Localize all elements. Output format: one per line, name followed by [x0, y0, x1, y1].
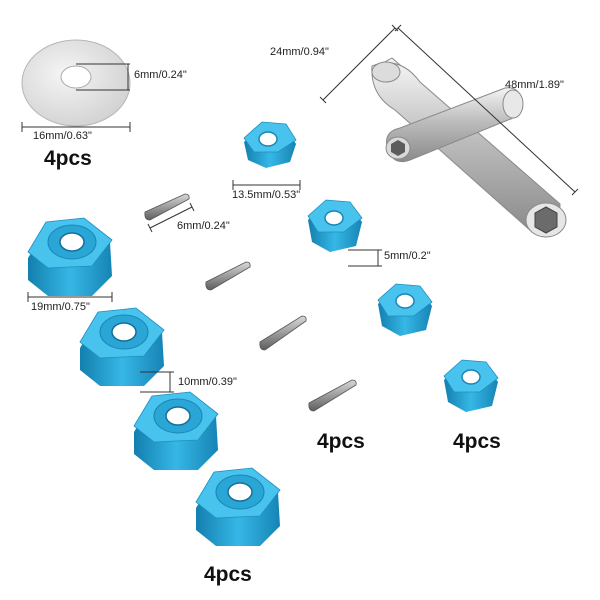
- washer-quantity: 4pcs: [44, 147, 92, 170]
- wrench-head-label: 24mm/0.94": [270, 46, 329, 58]
- small-hex-nut-3: [377, 283, 433, 336]
- large-hex-nut-4: [195, 467, 281, 546]
- small-hex-nut-4: [443, 359, 499, 412]
- pin-length-label: 6mm/0.24": [177, 220, 230, 232]
- large-hex-nut-3: [133, 391, 219, 470]
- small-hex-quantity: 4pcs: [453, 430, 501, 453]
- cross-wrench: [371, 57, 567, 238]
- pin-1: [144, 193, 190, 221]
- pin-quantity: 4pcs: [317, 430, 365, 453]
- pin-2: [205, 261, 251, 291]
- large-hex-nut-2: [79, 307, 165, 386]
- large-hex-quantity: 4pcs: [204, 563, 252, 586]
- washer-hole-label: 6mm/0.24": [134, 69, 187, 81]
- wrench-dimension-lines: [319, 24, 579, 196]
- small-hex-nut-2: [307, 199, 363, 252]
- pin-3: [259, 315, 307, 351]
- small-hex-height-label: 5mm/0.2": [384, 250, 431, 262]
- washer-diameter-label: 16mm/0.63": [33, 130, 92, 142]
- small-hex-width-label: 13.5mm/0.53": [232, 189, 301, 201]
- large-hex-dimension-lines: [27, 292, 174, 393]
- large-hex-height-label: 10mm/0.39": [178, 376, 237, 388]
- small-hex-dimension-lines: [232, 180, 382, 267]
- large-hex-width-label: 19mm/0.75": [31, 301, 90, 313]
- pin-dimension-lines: [147, 202, 195, 233]
- large-hex-nut-1: [27, 217, 113, 296]
- small-hex-nut-1: [243, 121, 297, 168]
- washer: [21, 39, 131, 127]
- wrench-length-label: 48mm/1.89": [505, 79, 564, 91]
- washer-dimension-lines: [21, 63, 131, 132]
- pin-4: [308, 379, 357, 412]
